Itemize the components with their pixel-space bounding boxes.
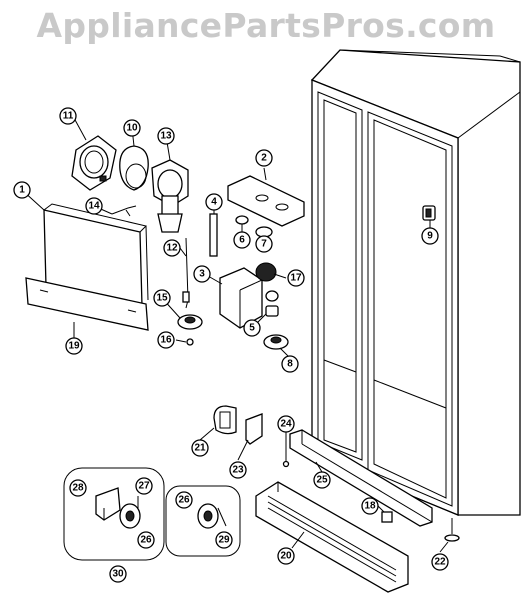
svg-text:23: 23	[232, 465, 244, 476]
part-19-strip	[25, 277, 149, 331]
callout-16: 16	[157, 331, 175, 349]
callout-26b: 26	[175, 491, 193, 509]
callout-29: 29	[215, 531, 233, 549]
svg-text:15: 15	[156, 293, 168, 304]
callout-20: 20	[277, 547, 295, 565]
svg-text:9: 9	[427, 231, 433, 242]
callout-25: 25	[313, 471, 331, 489]
callout-2: 2	[255, 149, 273, 167]
callout-9: 9	[421, 227, 439, 245]
part-14-clip	[111, 205, 137, 217]
part-3-control-box	[219, 267, 263, 329]
svg-text:10: 10	[126, 123, 138, 134]
callout-8: 8	[281, 355, 299, 373]
part-8-knob	[263, 334, 289, 350]
part-5-switch	[265, 305, 279, 317]
part-16-screw	[186, 338, 194, 346]
freezer-opening	[317, 91, 363, 461]
cabinet	[310, 49, 521, 516]
svg-text:19: 19	[68, 341, 80, 352]
svg-text:7: 7	[261, 239, 267, 250]
svg-text:13: 13	[160, 131, 172, 142]
svg-text:18: 18	[364, 501, 376, 512]
part-22-leveling-leg	[444, 518, 460, 542]
part-29-pin	[217, 507, 227, 527]
svg-text:27: 27	[138, 481, 150, 492]
svg-text:26: 26	[178, 495, 190, 506]
callout-26a: 26	[137, 531, 155, 549]
svg-text:2: 2	[261, 153, 267, 164]
callout-17: 17	[287, 269, 305, 287]
svg-text:6: 6	[239, 235, 245, 246]
part-25-rail	[289, 429, 433, 527]
part-4-rod	[209, 213, 218, 257]
callout-11: 11	[59, 107, 77, 125]
callout-30: 30	[109, 565, 127, 583]
callout-14: 14	[85, 197, 103, 215]
callout-6: 6	[233, 231, 251, 249]
callouts: 1 2 3 4 5 6 7 8 9 10 11 12 13 14 15 16 1…	[13, 107, 449, 583]
callout-22: 22	[431, 553, 449, 571]
svg-text:14: 14	[88, 201, 100, 212]
svg-text:4: 4	[211, 197, 217, 208]
callout-13: 13	[157, 127, 175, 145]
callout-1: 1	[13, 181, 31, 199]
part-21-cap	[213, 405, 237, 435]
callout-19: 19	[65, 337, 83, 355]
part-10-cone	[119, 145, 149, 191]
svg-text:5: 5	[249, 323, 255, 334]
part-2-bracket	[227, 175, 305, 227]
part-20-grille	[255, 481, 409, 593]
part-11-housing	[71, 135, 117, 191]
part-1-panel	[43, 203, 149, 307]
svg-text:29: 29	[218, 535, 230, 546]
part-26-roller-b	[197, 503, 219, 529]
svg-text:28: 28	[72, 483, 84, 494]
svg-text:8: 8	[287, 359, 293, 370]
callout-23: 23	[229, 461, 247, 479]
callout-5: 5	[243, 319, 261, 337]
part-26-roller-a	[119, 503, 141, 529]
svg-text:21: 21	[194, 443, 206, 454]
part-6-socket	[235, 215, 249, 225]
fresh-food-opening	[367, 111, 453, 507]
svg-text:22: 22	[434, 557, 446, 568]
part-15-knob	[177, 314, 203, 330]
svg-text:12: 12	[166, 243, 178, 254]
svg-text:30: 30	[112, 569, 124, 580]
part-13-fan-assembly	[151, 159, 189, 233]
callout-21: 21	[191, 439, 209, 457]
callout-10: 10	[123, 119, 141, 137]
callout-7: 7	[255, 235, 273, 253]
part-28-bracket	[95, 487, 121, 521]
svg-text:26: 26	[140, 535, 152, 546]
callout-27: 27	[135, 477, 153, 495]
callout-24: 24	[277, 415, 295, 433]
svg-text:25: 25	[316, 475, 328, 486]
part-23-bracket	[245, 413, 263, 445]
part-17-knob	[255, 262, 279, 302]
callout-15: 15	[153, 289, 171, 307]
callout-28: 28	[69, 479, 87, 497]
svg-text:16: 16	[160, 335, 172, 346]
callout-3: 3	[193, 265, 211, 283]
svg-text:3: 3	[199, 269, 205, 280]
box-roller-assembly-b	[165, 485, 241, 557]
callout-12: 12	[163, 239, 181, 257]
box-30-roller-assembly	[63, 467, 165, 561]
svg-text:24: 24	[280, 419, 292, 430]
svg-text:20: 20	[280, 551, 292, 562]
callout-4: 4	[205, 193, 223, 211]
svg-text:11: 11	[63, 111, 74, 122]
part-18-clip	[381, 511, 393, 523]
callout-18: 18	[361, 497, 379, 515]
svg-text:17: 17	[290, 273, 302, 284]
watermark: AppliancePartsPros.com	[36, 6, 496, 45]
svg-text:1: 1	[19, 185, 25, 196]
